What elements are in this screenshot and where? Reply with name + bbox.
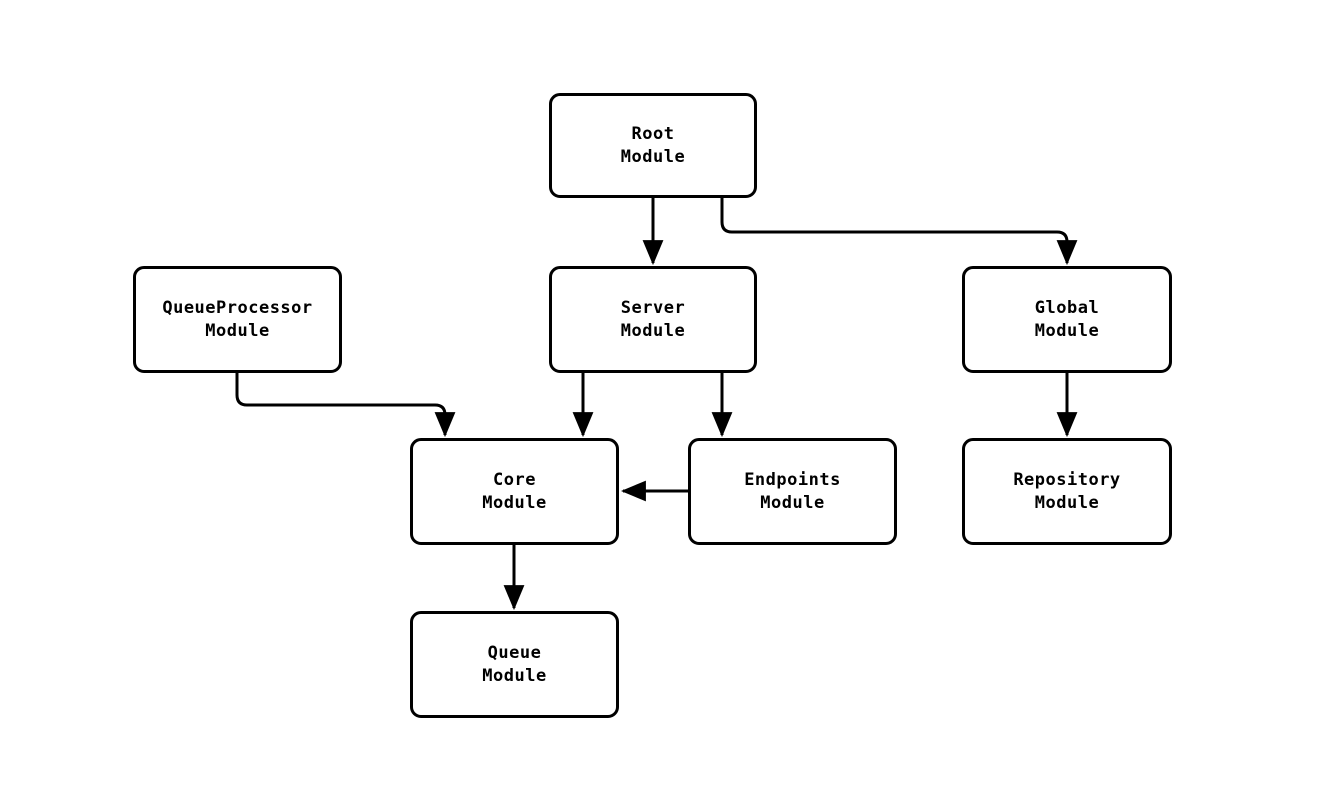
node-label: Global Module [1034, 298, 1100, 341]
node-endpoints-module: Endpoints Module [688, 438, 897, 545]
node-repository-module: Repository Module [962, 438, 1172, 545]
node-queueprocessor-module: QueueProcessor Module [133, 266, 342, 373]
node-server-module: Server Module [549, 266, 757, 373]
node-label: Root Module [620, 124, 686, 167]
dependency-arrows [235, 198, 1078, 611]
arrow-queueprocessor-to-core [235, 373, 456, 438]
node-label: QueueProcessor Module [162, 298, 313, 341]
node-label: Queue Module [482, 643, 547, 686]
node-core-module: Core Module [410, 438, 619, 545]
arrow-root-to-global [720, 198, 1078, 266]
node-label: Endpoints Module [744, 470, 841, 513]
node-label: Repository Module [1013, 470, 1121, 513]
node-label: Server Module [620, 298, 686, 341]
node-label: Core Module [482, 470, 547, 513]
node-queue-module: Queue Module [410, 611, 619, 718]
node-root-module: Root Module [549, 93, 757, 198]
node-global-module: Global Module [962, 266, 1172, 373]
